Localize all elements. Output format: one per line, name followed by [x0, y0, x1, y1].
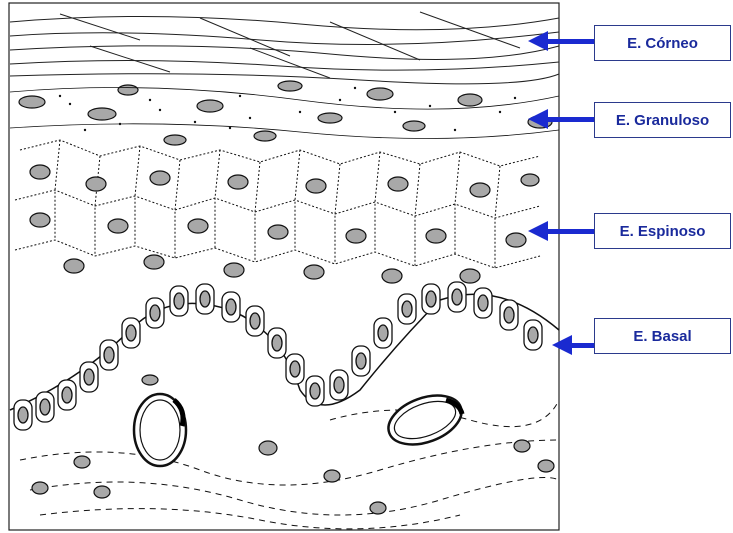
label-estrato-espinoso-text: E. Espinoso [620, 223, 706, 240]
label-estrato-basal-text: E. Basal [633, 328, 691, 345]
blood-vessel-left [134, 394, 186, 466]
label-estrato-espinoso: E. Espinoso [594, 213, 731, 249]
label-estrato-corneo-text: E. Córneo [627, 35, 698, 52]
label-estrato-basal: E. Basal [594, 318, 731, 354]
label-estrato-corneo: E. Córneo [594, 25, 731, 61]
label-estrato-granuloso-text: E. Granuloso [616, 112, 709, 129]
label-estrato-granuloso: E. Granuloso [594, 102, 731, 138]
